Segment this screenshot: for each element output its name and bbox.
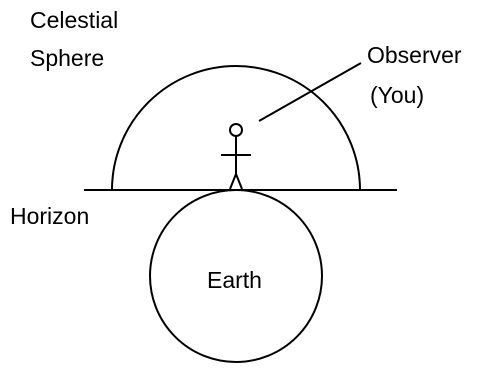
celestial-sphere-label-line1: Celestial <box>30 7 118 33</box>
observer-label-line2: (You) <box>370 82 424 108</box>
horizon-label: Horizon <box>10 203 89 229</box>
observer-figure <box>221 124 251 189</box>
observer-legs <box>230 174 242 189</box>
celestial-sphere-label-line2: Sphere <box>30 45 104 71</box>
observer-head <box>230 124 242 136</box>
observer-label-line1: Observer <box>367 42 462 68</box>
earth-label: Earth <box>207 267 262 293</box>
